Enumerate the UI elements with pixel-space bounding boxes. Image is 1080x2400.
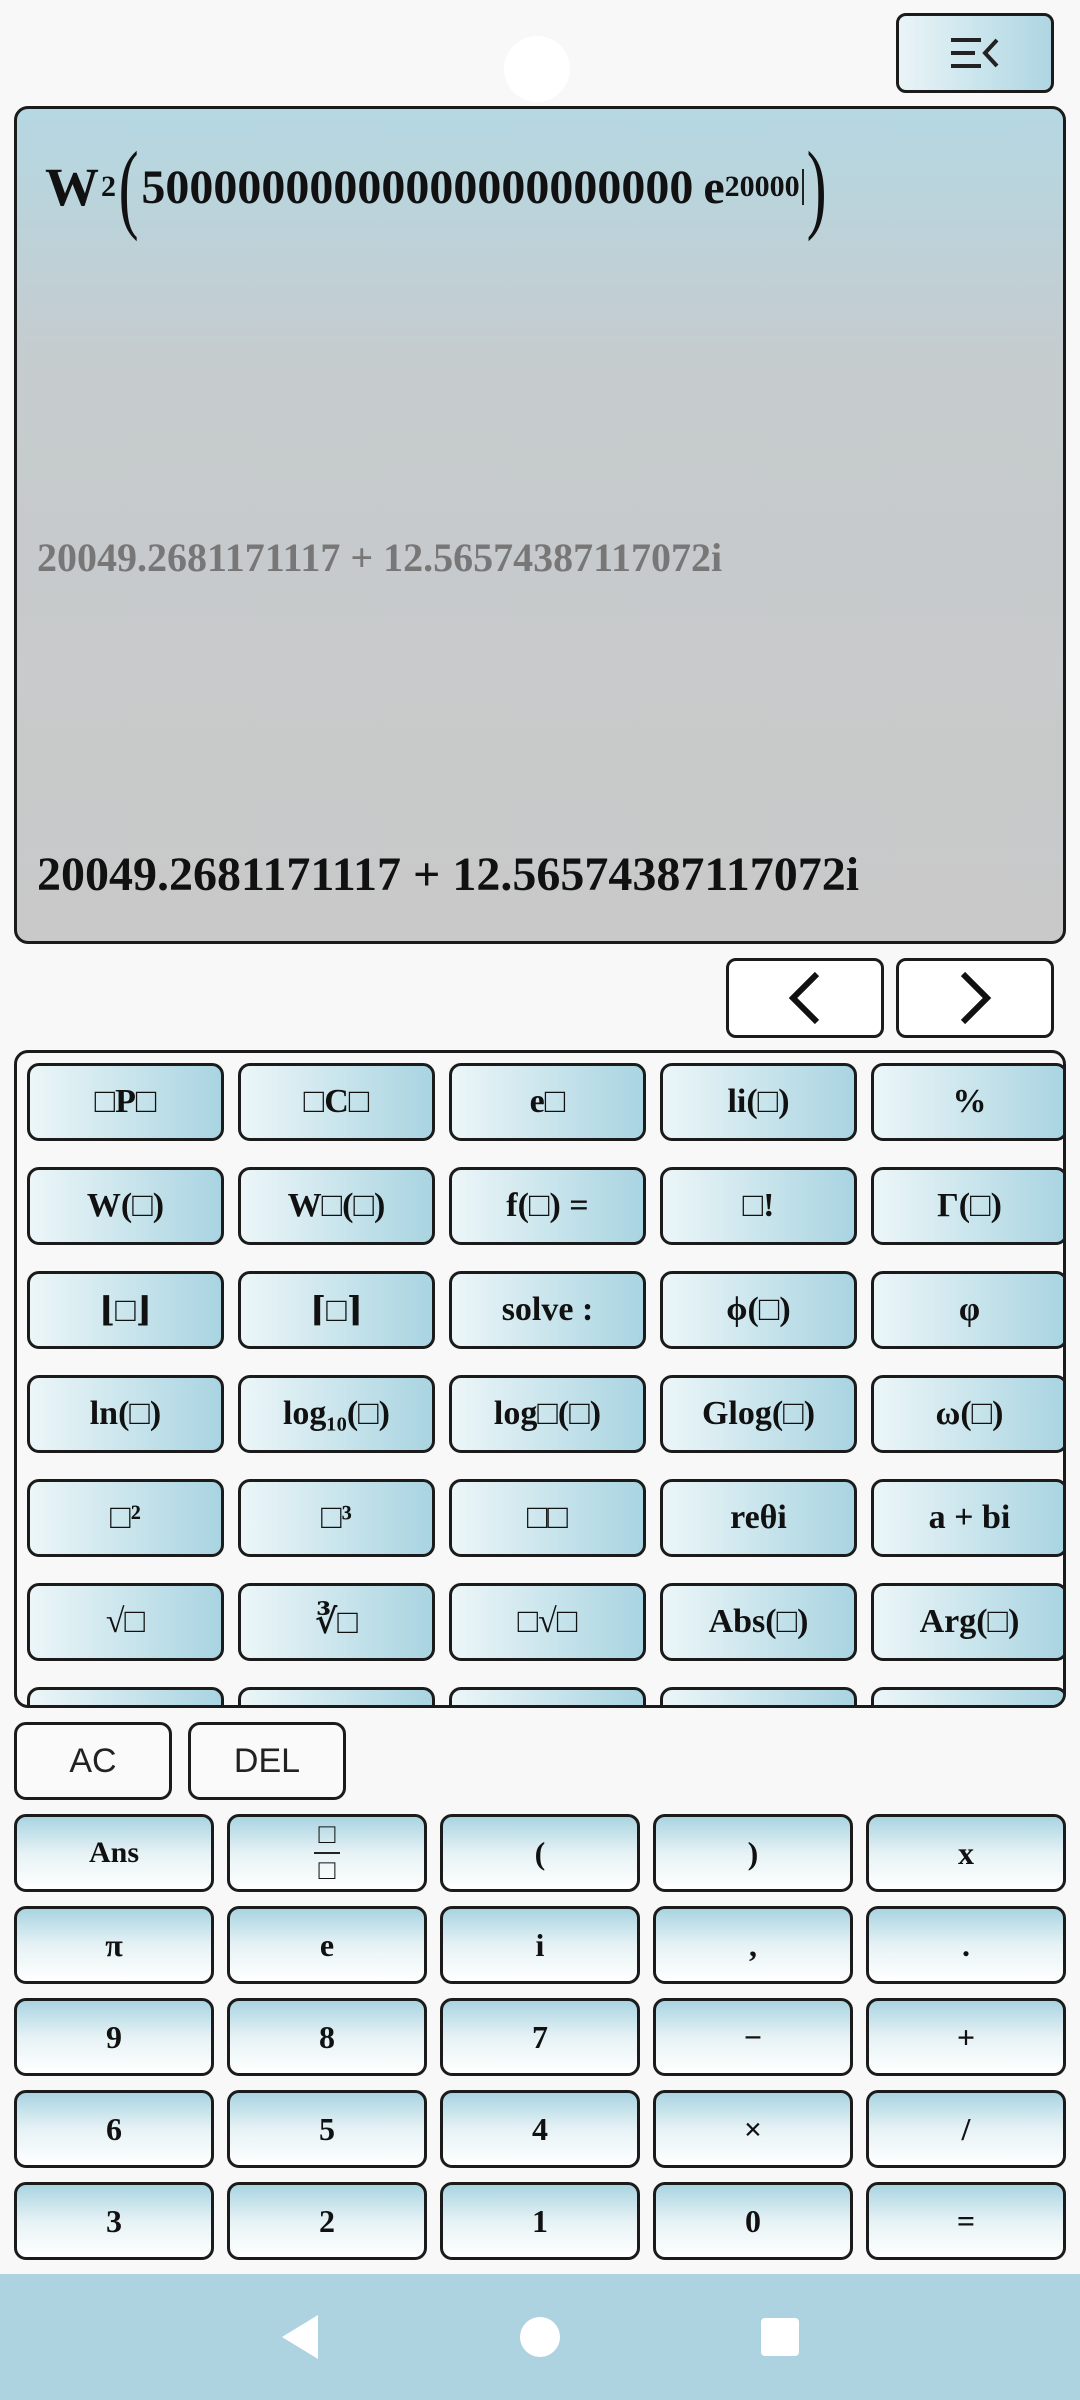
close-paren: ) (806, 131, 827, 242)
fn-key-ceil[interactable]: ⌈□⌉ (238, 1271, 435, 1349)
fn-key-glog[interactable]: Glog(□) (660, 1375, 857, 1453)
key-digit-9[interactable]: 9 (14, 1998, 214, 2076)
key-euler-e[interactable]: e (227, 1906, 427, 1984)
menu-button[interactable] (896, 13, 1054, 93)
key-decimal-point[interactable]: . (866, 1906, 1066, 1984)
expression-base: e (703, 160, 725, 214)
fn-key-golden-ratio[interactable]: φ (871, 1271, 1063, 1349)
text-cursor (801, 169, 804, 205)
fn-key-hidden-row[interactable] (660, 1687, 857, 1705)
open-paren: ( (118, 131, 139, 242)
key-digit-0[interactable]: 0 (653, 2182, 853, 2260)
expression-exponent: 20000 (724, 170, 800, 203)
fn-key-floor[interactable]: ⌊□⌋ (27, 1271, 224, 1349)
key-digit-2[interactable]: 2 (227, 2182, 427, 2260)
camera-cutout (504, 36, 570, 102)
fn-key-permutation[interactable]: □P□ (27, 1063, 224, 1141)
fn-key-power[interactable]: □□ (449, 1479, 646, 1557)
key-digit-1[interactable]: 1 (440, 2182, 640, 2260)
fn-key-nth-root[interactable]: □√□ (449, 1583, 646, 1661)
fn-key-complex-form[interactable]: a + bi (871, 1479, 1063, 1557)
fn-key-hidden-row[interactable] (27, 1687, 224, 1705)
key-digit-8[interactable]: 8 (227, 1998, 427, 2076)
fn-key-solve[interactable]: solve : (449, 1271, 646, 1349)
cursor-right-button[interactable] (896, 958, 1054, 1038)
key-imaginary-i[interactable]: i (440, 1906, 640, 1984)
expression-number: 50000000000000000000000 (141, 160, 694, 214)
key-divide[interactable]: / (866, 2090, 1066, 2168)
fn-key-arg[interactable]: Arg(□) (871, 1583, 1063, 1661)
nav-recents-button[interactable] (750, 2307, 810, 2367)
fn-key-hidden-row[interactable] (871, 1687, 1063, 1705)
key-minus[interactable]: − (653, 1998, 853, 2076)
fn-key-log-integral[interactable]: li(□) (660, 1063, 857, 1141)
fn-key-hidden-row[interactable] (449, 1687, 646, 1705)
fn-key-polar-form[interactable]: reθi (660, 1479, 857, 1557)
fn-key-log-base[interactable]: log□(□) (449, 1375, 646, 1453)
fn-key-cbrt[interactable]: ∛□ (238, 1583, 435, 1661)
function-panel: □P□□C□e□li(□)% W(□)W□(□)f(□) =□!Γ(□) ⌊□⌋⌈□… (14, 1050, 1066, 1708)
all-clear-button[interactable]: AC (14, 1722, 172, 1800)
previous-result: 20049.2681171117 + 12.56574387117072i (37, 535, 723, 580)
fn-key-exp[interactable]: e□ (449, 1063, 646, 1141)
key-equals[interactable]: = (866, 2182, 1066, 2260)
fn-key-abs[interactable]: Abs(□) (660, 1583, 857, 1661)
menu-collapse-icon (951, 38, 999, 68)
fn-key-factorial[interactable]: □! (660, 1167, 857, 1245)
nav-back-button[interactable] (270, 2307, 330, 2367)
key-digit-6[interactable]: 6 (14, 2090, 214, 2168)
key-plus[interactable]: + (866, 1998, 1066, 2076)
expression-subscript: 2 (101, 170, 116, 203)
fn-key-sqrt[interactable]: √□ (27, 1583, 224, 1661)
key-fraction[interactable]: □□ (227, 1814, 427, 1892)
fn-key-lambert-w-branch[interactable]: W□(□) (238, 1167, 435, 1245)
cursor-left-button[interactable] (726, 958, 884, 1038)
key-close-paren[interactable]: ) (653, 1814, 853, 1892)
key-comma[interactable]: , (653, 1906, 853, 1984)
key-digit-5[interactable]: 5 (227, 2090, 427, 2168)
chevron-right-icon (960, 971, 992, 1025)
fn-key-euler-phi[interactable]: ϕ(□) (660, 1271, 857, 1349)
key-ans[interactable]: Ans (14, 1814, 214, 1892)
fn-key-percent[interactable]: % (871, 1063, 1063, 1141)
control-row: AC DEL (14, 1722, 346, 1800)
fn-key-square[interactable]: □² (27, 1479, 224, 1557)
function-key-grid: □P□□C□e□li(□)% W(□)W□(□)f(□) =□!Γ(□) ⌊□⌋⌈□… (27, 1063, 1063, 1705)
key-digit-3[interactable]: 3 (14, 2182, 214, 2260)
fn-key-combination[interactable]: □C□ (238, 1063, 435, 1141)
fn-key-ln[interactable]: ln(□) (27, 1375, 224, 1453)
key-pi[interactable]: π (14, 1906, 214, 1984)
nav-back-icon (282, 2315, 318, 2359)
fn-key-hidden-row[interactable] (238, 1687, 435, 1705)
key-digit-7[interactable]: 7 (440, 1998, 640, 2076)
fn-key-lambert-w[interactable]: W(□) (27, 1167, 224, 1245)
nav-home-icon (520, 2317, 560, 2357)
chevron-left-icon (788, 971, 820, 1025)
nav-recents-icon (761, 2318, 799, 2356)
delete-button[interactable]: DEL (188, 1722, 346, 1800)
fn-key-define-function[interactable]: f(□) = (449, 1167, 646, 1245)
expression-function: W (45, 157, 99, 217)
key-open-paren[interactable]: ( (440, 1814, 640, 1892)
nav-home-button[interactable] (510, 2307, 570, 2367)
key-variable-x[interactable]: x (866, 1814, 1066, 1892)
expression-input[interactable]: W 2 ( 50000000000000000000000 e 20000 ) (45, 127, 829, 247)
fn-key-gamma[interactable]: Γ(□) (871, 1167, 1063, 1245)
fn-key-omega[interactable]: ω(□) (871, 1375, 1063, 1453)
fraction-glyph: □□ (314, 1821, 340, 1885)
fn-key-log10[interactable]: log₁₀(□) (238, 1375, 435, 1453)
result-value: 20049.2681171117 + 12.56574387117072i (37, 848, 860, 901)
system-nav-bar (0, 2274, 1080, 2400)
calculator-display: W 2 ( 50000000000000000000000 e 20000 ) … (14, 106, 1066, 944)
fn-key-cube[interactable]: □³ (238, 1479, 435, 1557)
key-digit-4[interactable]: 4 (440, 2090, 640, 2168)
key-multiply[interactable]: × (653, 2090, 853, 2168)
